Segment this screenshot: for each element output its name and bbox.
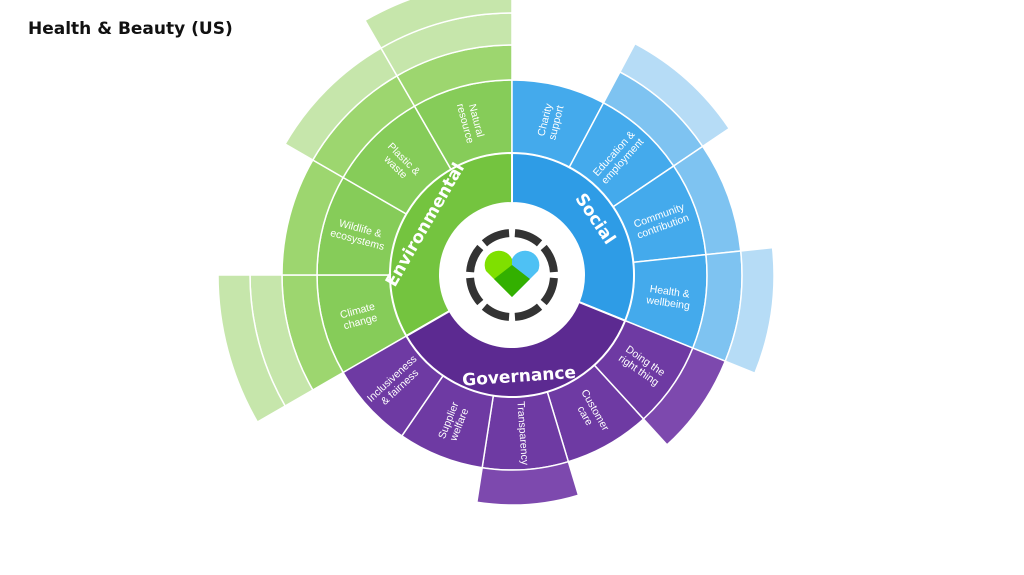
logo-ring-dash: [466, 244, 484, 273]
segment-label-transparency: Transparency: [514, 401, 530, 466]
score-level-education-and-employment-2: [618, 42, 731, 148]
score-level-transparency-1: [475, 460, 580, 506]
segment-label-line: Health &: [649, 283, 691, 300]
logo-ring-dash: [540, 277, 558, 306]
logo-ring-dash: [514, 229, 543, 247]
category-band-governance: [404, 300, 627, 398]
score-level-climate-change-3: [217, 274, 287, 424]
category-band-social: [511, 151, 635, 323]
logo-ring-dash: [514, 303, 543, 321]
page-title: Health & Beauty (US): [28, 19, 233, 39]
score-level-doing-the-right-thing-1: [642, 347, 727, 446]
segment-label-line: Transparency: [514, 401, 530, 466]
logo-ring-dash: [481, 303, 510, 321]
heart-center: [494, 265, 530, 297]
heart-logo-icon: [442, 205, 582, 345]
logo-ring-dash: [540, 244, 558, 273]
score-level-health-and-wellbeing-2: [724, 246, 775, 375]
category-band-environmental: [389, 151, 513, 338]
score-level-natural-resource-3: [363, 0, 513, 50]
score-rings: [217, 0, 775, 506]
logo-ring-dash: [481, 229, 510, 247]
logo-ring-dash: [466, 277, 484, 306]
